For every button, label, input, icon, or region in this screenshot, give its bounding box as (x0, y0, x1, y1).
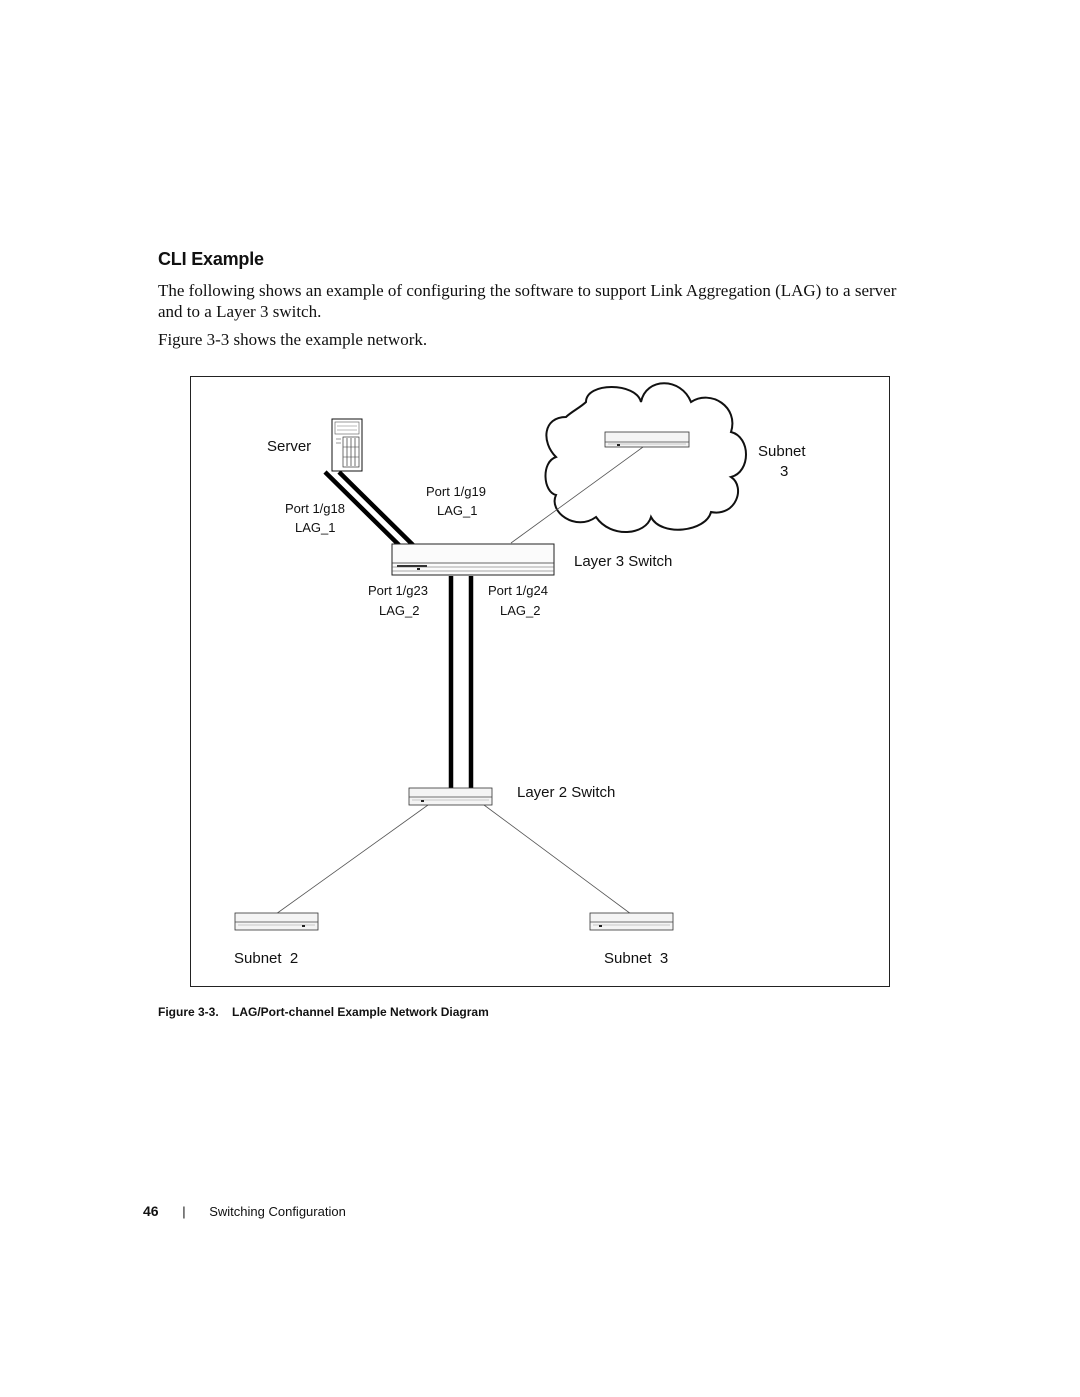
port-g18-label: Port 1/g18 (285, 501, 345, 516)
l2-to-subnet3-link (483, 804, 632, 915)
network-diagram-canvas: Server Subnet 3 Port 1/g18 LAG_1 Port 1/… (234, 382, 806, 967)
subnet3-switch-icon (589, 912, 674, 931)
layer2-switch-label: Layer 2 Switch (517, 784, 615, 801)
server-icon (331, 418, 363, 472)
subnet3-top-label: Subnet (758, 443, 806, 460)
footer-section-title: Switching Configuration (209, 1204, 346, 1219)
subnet3-cloud-switch-icon (604, 431, 690, 448)
port-g24-label: Port 1/g24 (488, 583, 548, 598)
lag1-right-label: LAG_1 (437, 503, 477, 518)
layer3-switch-icon (391, 543, 555, 576)
subnet-cloud (544, 382, 747, 533)
lag2-left-label: LAG_2 (379, 603, 419, 618)
layer2-switch-icon (408, 787, 493, 806)
figure-reference-paragraph: Figure 3-3 shows the example network. (158, 330, 428, 349)
lag1-link (323, 470, 415, 547)
footer-separator: | (182, 1204, 186, 1219)
figure-caption: Figure 3-3. LAG/Port-channel Example Net… (158, 1005, 489, 1019)
subnet3-top-number: 3 (780, 463, 788, 480)
lag2-right-label: LAG_2 (500, 603, 540, 618)
section-heading: CLI Example (158, 249, 264, 269)
l3-to-cloud-link (510, 446, 644, 544)
network-diagram: Server Subnet 3 Port 1/g18 LAG_1 Port 1/… (190, 376, 890, 987)
server-label: Server (267, 438, 311, 455)
l2-to-subnet2-link (275, 804, 429, 915)
port-g19-label: Port 1/g19 (426, 484, 486, 499)
layer3-switch-label: Layer 3 Switch (574, 553, 672, 570)
page-footer: 46 | Switching Configuration (143, 1203, 346, 1219)
page-number: 46 (143, 1203, 159, 1219)
lag2-link (448, 576, 474, 789)
intro-paragraph: The following shows an example of config… (158, 281, 897, 321)
port-g23-label: Port 1/g23 (368, 583, 428, 598)
lag1-left-label: LAG_1 (295, 520, 335, 535)
subnet3-bottom-label: Subnet 3 (604, 950, 668, 967)
subnet2-switch-icon (234, 912, 319, 931)
subnet2-label: Subnet 2 (234, 950, 298, 967)
